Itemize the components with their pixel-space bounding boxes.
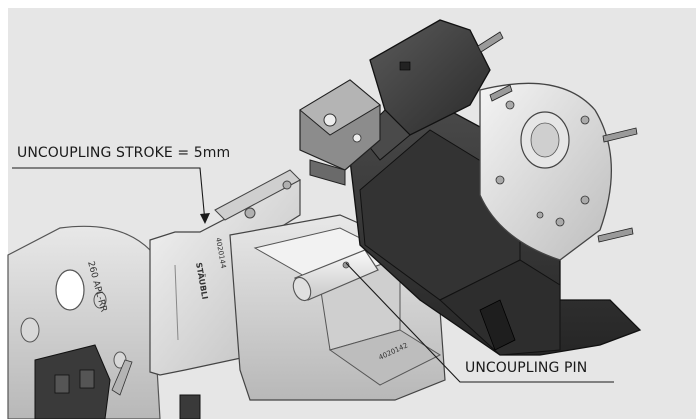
pin-marker [342,261,350,269]
uncoupling-stroke-label: UNCOUPLING STROKE = 5mm [17,145,231,161]
screw-head [282,180,292,190]
flange-screw [555,217,565,227]
bottom-connectors [34,344,201,419]
stroke-leader-line [12,167,206,223]
uncoupling-pin-shape [292,249,379,302]
right-round-flange [479,82,612,261]
flange-screw [505,100,515,110]
front-small-cube [299,79,381,186]
callout-leaders [12,167,614,383]
flange-screw [536,211,544,219]
stroke-arrowhead [200,213,210,224]
screw-head [244,207,256,219]
flange-screw [580,195,590,205]
uncoupling-pin-label: UNCOUPLING PIN [465,360,588,376]
pin-leader-line [345,262,614,383]
flange-screw [495,175,505,185]
protruding-bolts [477,31,638,243]
cube-bore [323,113,337,127]
disc-hole [20,317,40,343]
disc-bore-hole [55,269,85,311]
disc-hole [93,291,107,309]
flange-screw [580,115,590,125]
